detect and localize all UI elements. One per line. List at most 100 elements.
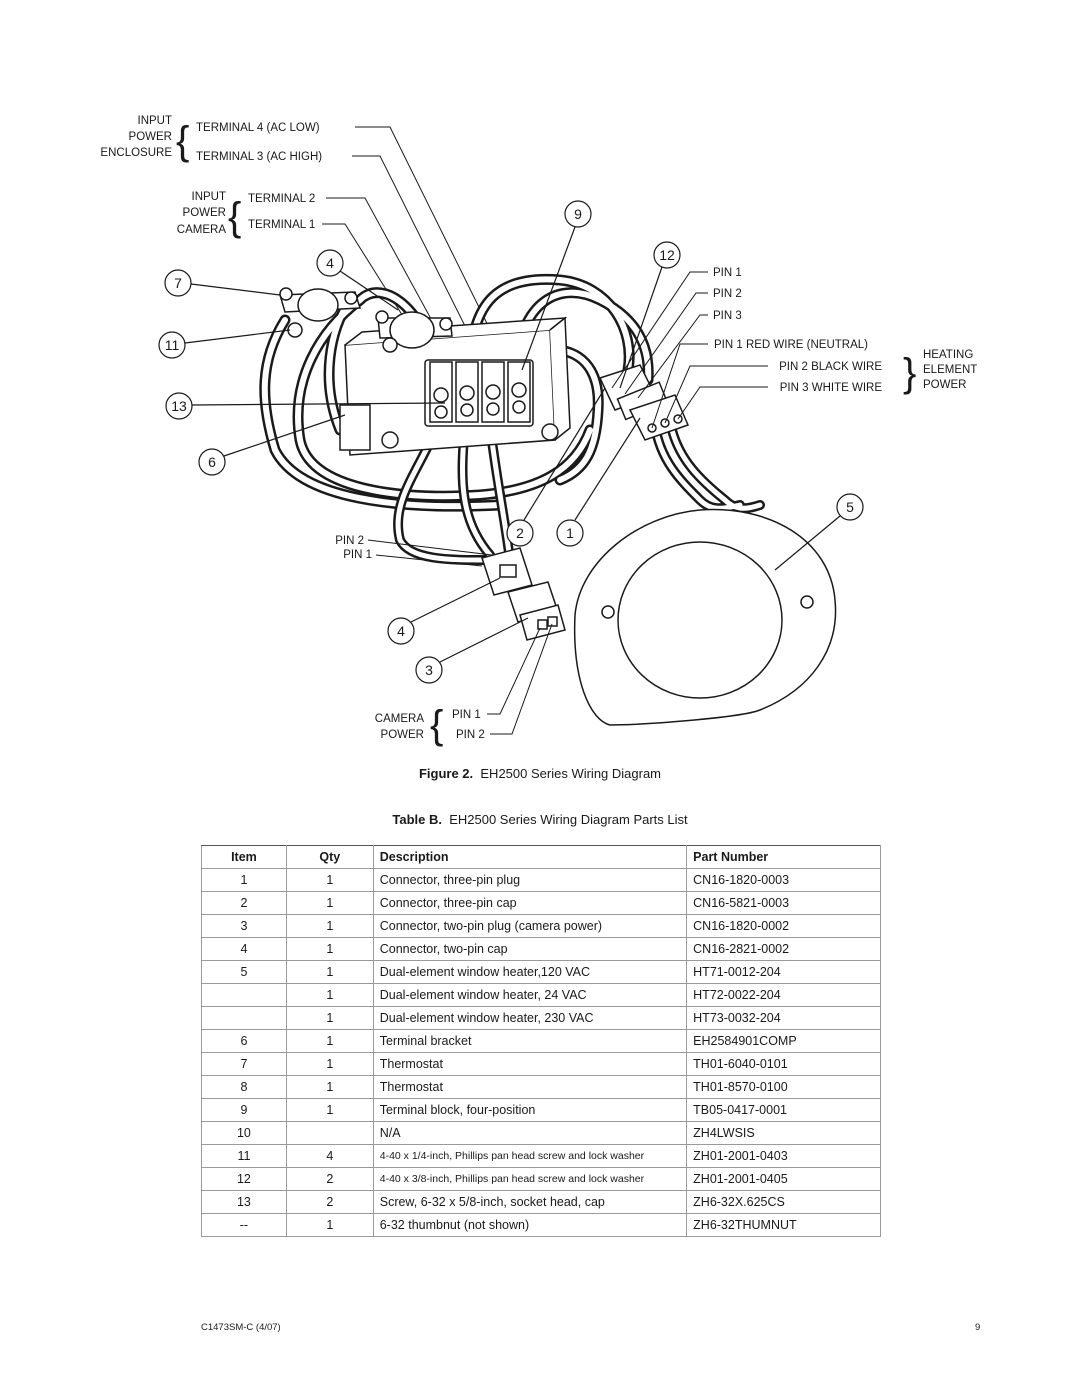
header-part-number: Part Number [686,845,881,869]
header-item: Item [201,845,287,869]
enclosure-terminal-high: TERMINAL 3 (AC HIGH) [196,151,322,163]
camera-terminal-2: TERMINAL 2 [248,193,315,205]
figure-caption: Figure 2. EH2500 Series Wiring Diagram [0,766,1080,781]
wiring-diagram: INPUT POWER ENCLOSURE { TERMINAL 4 (AC L… [100,115,977,747]
cell-qty [285,1121,374,1145]
heating-element-line2: ELEMENT [923,364,977,376]
svg-text:5: 5 [846,499,854,515]
cell-qty: 1 [285,914,374,938]
table-caption-label: Table B. [392,812,442,827]
callout-9: 9 [521,200,592,371]
cell-item: 13 [201,1190,287,1214]
heater-pin-labels: PIN 1 PIN 2 PIN 3 PIN 1 RED WIRE (NEUTRA… [713,267,977,395]
svg-text:2: 2 [516,525,524,541]
cell-description: Thermostat [372,1075,688,1099]
svg-text:13: 13 [171,398,187,414]
cell-item: 11 [201,1144,287,1168]
cell-qty: 1 [285,891,374,915]
heater-wire-white: PIN 3 WHITE WIRE [780,382,883,394]
svg-text:7: 7 [174,275,182,291]
cell-qty: 1 [285,1052,374,1076]
cell-part-number: CN16-5821-0003 [686,891,881,915]
cell-qty: 1 [285,1098,374,1122]
table-header-row: Item Qty Description Part Number [201,845,881,869]
camera-input-label-line1: INPUT [192,191,227,203]
cell-item: 12 [201,1167,287,1191]
table-caption-text: EH2500 Series Wiring Diagram Parts List [449,812,688,827]
cell-description: 4-40 x 3/8-inch, Phillips pan head screw… [372,1167,688,1191]
svg-text:4: 4 [326,255,334,271]
cell-item: 2 [201,891,287,915]
cell-part-number: ZH6-32X.625CS [686,1190,881,1214]
enclosure-input-power-label: INPUT POWER ENCLOSURE { TERMINAL 4 (AC L… [100,115,322,163]
cell-description: Terminal block, four-position [372,1098,688,1122]
svg-text:1: 1 [566,525,574,541]
svg-text:12: 12 [659,247,675,263]
cell-qty: 1 [285,1029,374,1053]
heater-pin-2: PIN 2 [713,288,742,300]
svg-text:11: 11 [165,337,180,353]
camera-input-label-line3: CAMERA [177,224,227,236]
cell-description: Screw, 6-32 x 5/8-inch, socket head, cap [372,1190,688,1214]
left-pin-labels: PIN 2 PIN 1 [335,535,372,561]
cell-description: Connector, two-pin plug (camera power) [372,914,688,938]
callout-4-upper: 4 [316,249,399,311]
cell-description: Terminal bracket [372,1029,688,1053]
heater-pin-1: PIN 1 [713,267,742,279]
cell-part-number: TB05-0417-0001 [686,1098,881,1122]
enclosure-brace: { [176,119,189,163]
camera-power-leader-lines [487,623,553,735]
enclosure-terminal-low: TERMINAL 4 (AC LOW) [196,122,320,134]
cell-item: 10 [201,1121,287,1145]
window-heater [573,508,837,726]
cell-part-number: TH01-8570-0100 [686,1075,881,1099]
camera-input-brace: { [228,195,241,239]
svg-text:6: 6 [208,454,216,470]
callout-11: 11 [158,329,291,359]
cell-part-number: ZH4LWSIS [686,1121,881,1145]
cell-part-number: ZH01-2001-0405 [686,1167,881,1191]
heating-element-line3: POWER [923,379,966,391]
wire-harness [259,273,765,565]
camera-power-brace: { [430,703,443,747]
enclosure-label-line3: ENCLOSURE [100,147,172,159]
cell-qty: 1 [285,960,374,984]
callouts: 9 12 4 7 11 13 6 [158,200,864,684]
enclosure-label-line1: INPUT [138,115,173,127]
thermostat-1 [279,287,362,338]
cell-description: Thermostat [372,1052,688,1076]
heater-wire-black: PIN 2 BLACK WIRE [779,361,882,373]
callout-4-lower: 4 [387,577,501,645]
callout-13: 13 [165,392,446,420]
terminal-block [424,359,534,427]
thermostat-2 [375,310,453,353]
callout-2: 2 [506,387,606,547]
callout-7: 7 [164,269,281,297]
camera-power-line2: POWER [381,729,424,741]
camera-input-label-line2: POWER [183,207,226,219]
cell-qty: 1 [285,868,374,892]
cell-part-number: HT73-0032-204 [686,1006,881,1030]
cell-item: 1 [201,868,287,892]
cell-part-number: CN16-1820-0003 [686,868,881,892]
svg-text:9: 9 [574,206,582,222]
cell-item [201,1006,287,1030]
cell-item: 7 [201,1052,287,1076]
camera-connector-cap [507,581,566,641]
callout-12: 12 [619,241,681,389]
callout-1: 1 [556,417,641,547]
cell-part-number: TH01-6040-0101 [686,1052,881,1076]
left-pin-1: PIN 1 [343,549,372,561]
header-description: Description [372,845,688,869]
